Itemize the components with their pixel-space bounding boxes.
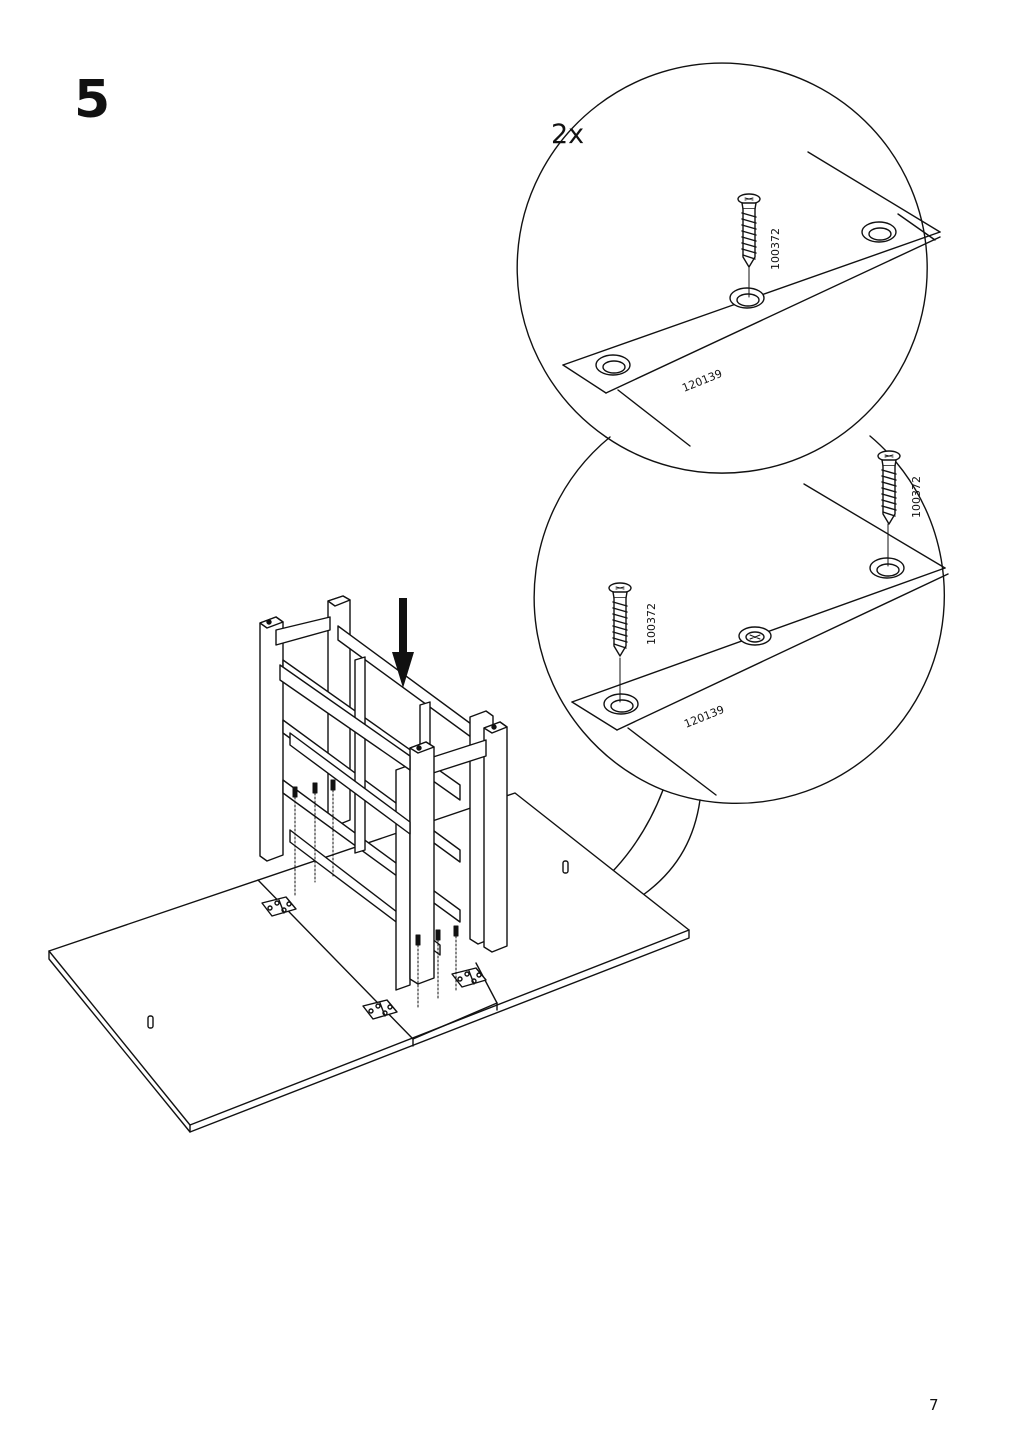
screw-icon xyxy=(608,582,632,657)
down-arrow-icon xyxy=(392,598,414,688)
page-number: 7 xyxy=(929,1396,939,1414)
quantity-label: 2x xyxy=(551,119,584,150)
screw-code-label: 100372 xyxy=(645,603,658,645)
detail-circle-top xyxy=(516,62,928,474)
bracket-detail-top xyxy=(562,151,941,447)
bracket-detail-bottom xyxy=(571,450,949,796)
step-number: 5 xyxy=(74,70,111,130)
screw-icon xyxy=(292,779,459,1009)
bracket-code-label: 120139 xyxy=(682,703,726,731)
base-frame xyxy=(259,595,508,991)
dowel-icon xyxy=(147,860,569,1029)
bracket-code-label: 120139 xyxy=(680,367,724,395)
screw-code-label: 100372 xyxy=(769,228,782,270)
screw-icon xyxy=(737,193,761,268)
screw-code-label: 100372 xyxy=(910,476,923,518)
